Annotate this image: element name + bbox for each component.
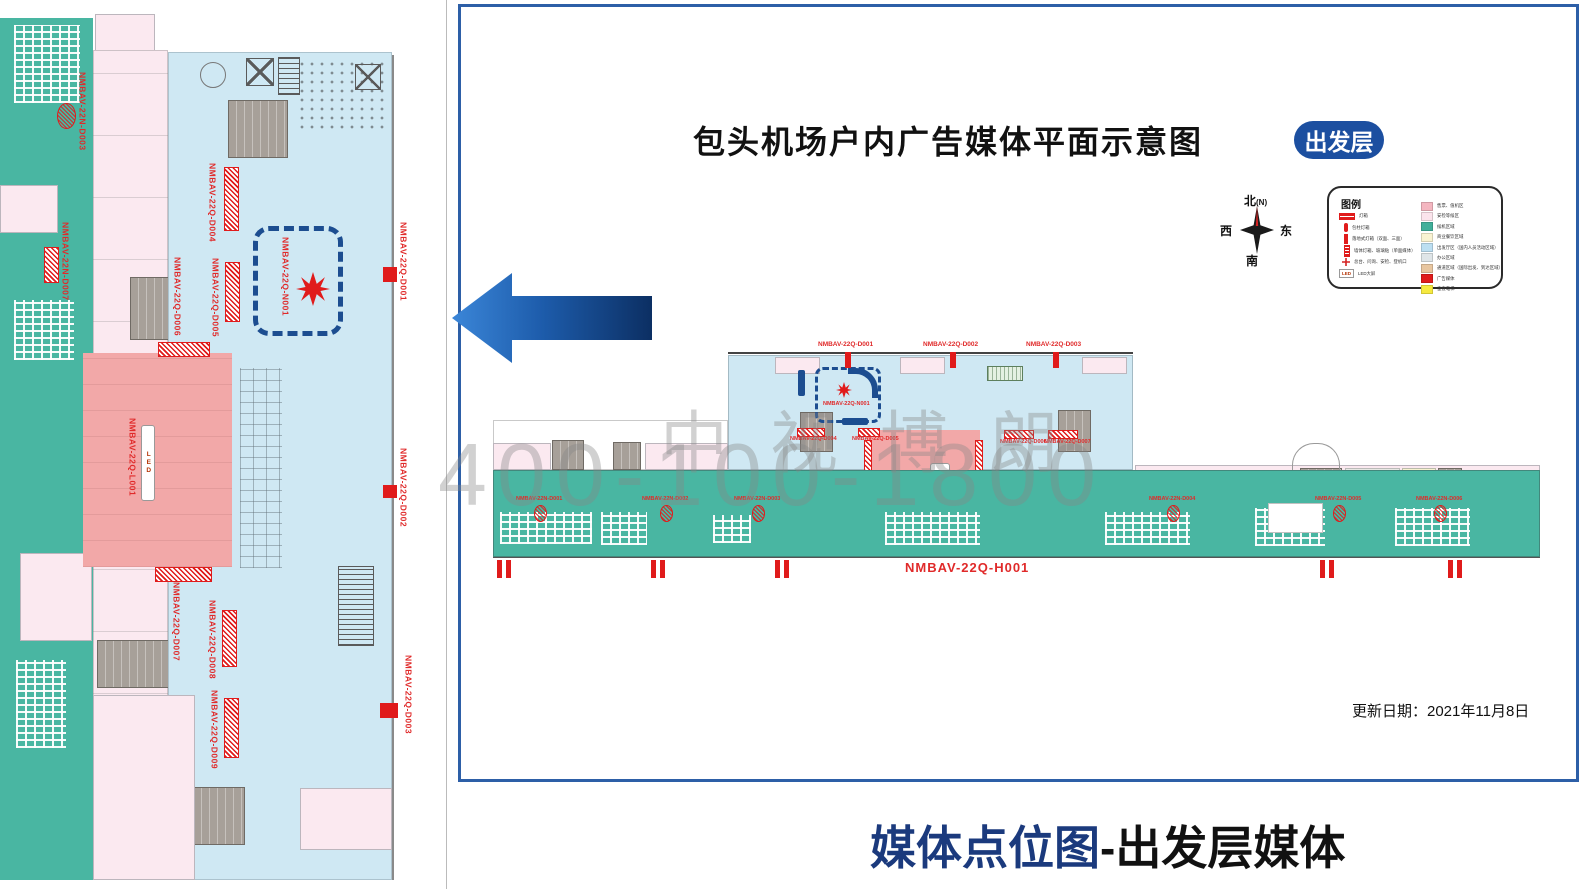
seating-rows xyxy=(14,25,80,103)
media-marker-lightbox xyxy=(155,567,212,582)
focus-dashed-box xyxy=(253,226,343,336)
floor-lightbox-icon xyxy=(1344,234,1348,244)
area-swatch xyxy=(1421,243,1433,253)
legend-item: 商业餐饮区域 xyxy=(1421,232,1503,242)
media-label: NMBAV-22Q-D008 xyxy=(207,600,218,680)
media-label: NMBAV-22N-D007 xyxy=(60,222,71,301)
media-marker-lightbox xyxy=(224,167,239,231)
lightbox-icon xyxy=(1339,212,1355,220)
area-swatch xyxy=(1421,253,1433,263)
highlight-media-zone xyxy=(83,353,232,567)
area-swatch xyxy=(1421,284,1433,294)
area-swatch xyxy=(1421,263,1433,273)
legend-item: 墙体灯箱、玻璃贴（单面媒体） xyxy=(1339,244,1415,257)
elevator-icon xyxy=(355,64,381,90)
caption-highlight: 媒体点位图 xyxy=(870,822,1100,874)
legend-item: 售票、值机区 xyxy=(1421,201,1503,211)
compass: 北(N) 西 东 南 xyxy=(1218,190,1298,270)
legend-item: 办公区域 xyxy=(1421,253,1503,263)
restroom-block xyxy=(228,100,288,158)
area-swatch xyxy=(1421,211,1433,221)
media-marker-lightbox xyxy=(225,262,240,322)
media-label: NMBAV-22Q-D006 xyxy=(172,257,183,337)
media-marker-lightbox xyxy=(222,610,237,667)
gate-room xyxy=(0,185,58,233)
seating-rows xyxy=(16,660,66,748)
seating-rows xyxy=(14,300,74,360)
legend-item: 灯箱 xyxy=(1339,212,1415,220)
media-label: NMBAV-22Q-D004 xyxy=(207,163,218,243)
media-marker-oval xyxy=(57,103,76,129)
compass-north: 北 xyxy=(1244,194,1257,208)
media-label: NMBAV-22Q-D005 xyxy=(210,258,221,338)
led-screen-icon: LED xyxy=(1339,269,1354,278)
media-label: NMBAV-22Q-D009 xyxy=(209,690,220,770)
legend-item: 通道区域（国际出发、到达区域） xyxy=(1421,263,1503,273)
bottom-caption: 媒体点位图-出发层媒体 xyxy=(870,812,1345,878)
level-badge: 出发层 xyxy=(1294,121,1384,159)
media-label: NMBAV-22Q-D002 xyxy=(398,448,409,528)
legend-item: 广告媒体 xyxy=(1421,274,1503,284)
media-label: NMBAV-22Q-L001 xyxy=(127,418,138,497)
compass-east: 东 xyxy=(1280,224,1293,238)
wall-media-marker xyxy=(380,703,398,718)
legend-item: 落地式灯箱（双面、三面） xyxy=(1339,234,1415,244)
service-cross-icon xyxy=(1342,258,1350,266)
checkin-counters xyxy=(240,368,282,568)
compass-needle-icon xyxy=(1255,206,1259,226)
area-swatch xyxy=(1421,222,1433,232)
media-label: NMBAV-22Q-D001 xyxy=(398,222,409,302)
area-swatch xyxy=(1421,274,1433,284)
room-block xyxy=(300,788,392,850)
area-swatch xyxy=(1421,232,1433,242)
legend-symbol-column: 灯箱 包柱灯箱 落地式灯箱（双面、三面） 墙体灯箱、玻璃贴（单面媒体） 总台、问… xyxy=(1339,212,1415,278)
media-marker-lightbox xyxy=(224,698,239,758)
led-screen-icon: LED xyxy=(141,425,155,501)
room-block xyxy=(93,695,195,880)
staircase-icon xyxy=(278,57,300,95)
wall-line xyxy=(392,55,394,880)
wall-lightbox-icon xyxy=(1344,244,1350,257)
media-star-marker xyxy=(296,272,330,306)
wall-media-marker xyxy=(383,485,397,498)
legend-item: 包柱灯箱 xyxy=(1339,223,1415,232)
legend: 图例 灯箱 包柱灯箱 落地式灯箱（双面、三面） 墙体灯箱、玻璃贴（单面媒体） 总… xyxy=(1327,186,1503,294)
column-lightbox-icon xyxy=(1344,223,1348,232)
legend-item: 垂直电梯 xyxy=(1421,284,1503,294)
legend-title: 图例 xyxy=(1341,200,1361,211)
legend-area-column: 售票、值机区 安检等候区 候机区域 商业餐饮区域 出发厅区（国内人员活动区域） … xyxy=(1421,201,1503,294)
area-swatch xyxy=(1421,201,1433,211)
led-screen-text: LED xyxy=(145,451,153,475)
gate-room xyxy=(95,14,155,54)
media-marker-lightbox xyxy=(44,247,59,283)
page-title: 包头机场户内广告媒体平面示意图 xyxy=(693,124,1204,160)
compass-north-en: (N) xyxy=(1256,198,1268,207)
media-label: NMBAV-22Q-D007 xyxy=(171,582,182,662)
caption-suffix: -出发层媒体 xyxy=(1100,822,1346,874)
legend-item: 出发厅区（国内人员活动区域） xyxy=(1421,243,1503,253)
compass-south: 南 xyxy=(1246,254,1259,268)
restroom-block xyxy=(193,787,245,845)
plan-boundary-line xyxy=(446,0,447,889)
compass-west: 西 xyxy=(1220,224,1233,238)
legend-item: 候机区域 xyxy=(1421,222,1503,232)
media-label: NMBAV-22Q-N001 xyxy=(280,237,291,317)
legend-item: 安检等候区 xyxy=(1421,211,1503,221)
media-label: NMBAV-22N-D003 xyxy=(77,72,88,151)
escalator-icon xyxy=(338,566,374,646)
round-table-icon xyxy=(200,62,226,88)
media-marker-lightbox xyxy=(158,342,210,357)
elevator-icon xyxy=(246,58,274,86)
wall-media-marker xyxy=(383,267,397,282)
restroom-block xyxy=(97,640,177,688)
update-date: 更新日期：2021年11月8日 xyxy=(1352,703,1530,720)
legend-item: LED LED大屏 xyxy=(1339,269,1415,278)
detail-floorplan: NMBAV-22N-D003 NMBAV-22N-D007 NMBAV-22Q-… xyxy=(0,0,447,889)
legend-item: 总台、问询、安检、登机口 xyxy=(1339,258,1415,266)
media-label: NMBAV-22Q-D003 xyxy=(403,655,414,735)
gate-room xyxy=(20,553,92,641)
